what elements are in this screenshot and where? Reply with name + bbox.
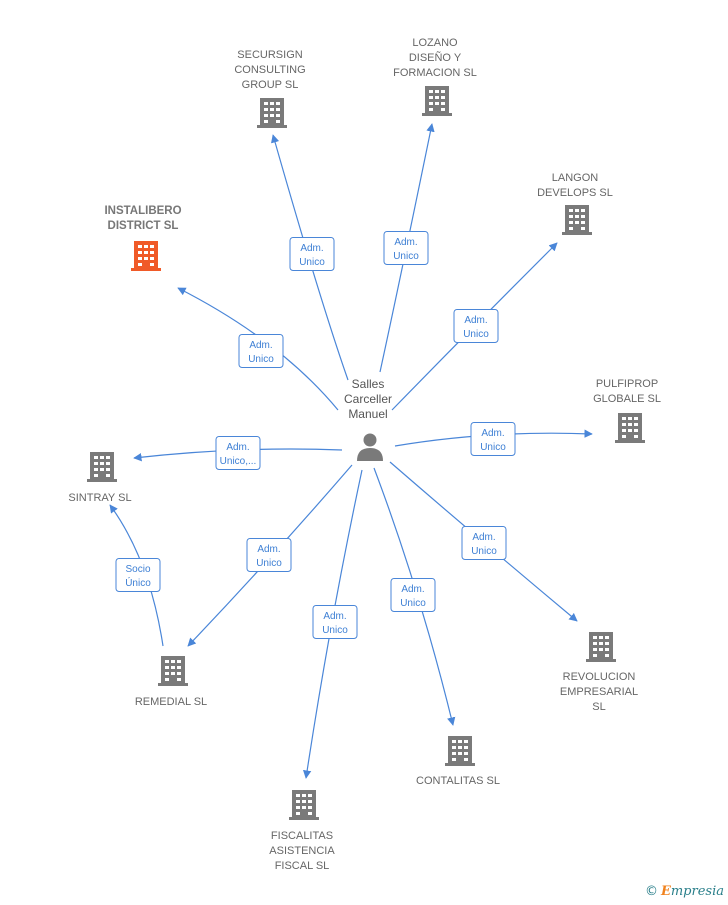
copyright-symbol: © bbox=[644, 884, 658, 899]
company-node-fiscalitas[interactable]: FISCALITAS ASISTENCIA FISCAL SL bbox=[269, 790, 335, 872]
edge-labels-layer: Adm.UnicoAdm.UnicoAdm.UnicoAdm.UnicoAdm.… bbox=[115, 231, 516, 639]
edge-label-line: Unico bbox=[248, 354, 274, 365]
building-icon bbox=[131, 241, 161, 271]
company-node-pulfiprop[interactable]: PULFIPROP GLOBALE SL bbox=[593, 378, 661, 443]
person-name-line: Carceller bbox=[344, 392, 392, 406]
building-icon bbox=[289, 790, 319, 820]
edge-label-line: Unico bbox=[471, 546, 497, 557]
edge-label-line: Adm. bbox=[401, 584, 424, 595]
person-name-line: Salles bbox=[352, 377, 385, 391]
company-name-line: REVOLUCION bbox=[563, 671, 636, 683]
edge-label-contalitas[interactable]: Adm. Unico bbox=[390, 578, 436, 612]
company-node-remedial[interactable]: REMEDIAL SL bbox=[135, 656, 207, 708]
edge-label-pulfiprop[interactable]: Adm. Unico bbox=[470, 422, 516, 456]
company-name-line: SINTRAY SL bbox=[68, 492, 131, 504]
edge-label-line: Adm. bbox=[472, 532, 495, 543]
person-icon bbox=[357, 433, 383, 461]
edge-label-line: Adm. bbox=[257, 544, 280, 555]
company-node-sintray[interactable]: SINTRAY SL bbox=[68, 452, 132, 504]
empresia-logo[interactable]: ©Empresia bbox=[645, 884, 724, 899]
company-name-line: PULFIPROP bbox=[596, 378, 658, 390]
company-name-line: ASISTENCIA bbox=[269, 845, 335, 857]
building-icon bbox=[158, 656, 188, 686]
company-name-line: EMPRESARIAL bbox=[560, 686, 638, 698]
company-name-line: CONSULTING bbox=[234, 64, 305, 76]
company-node-revolucion[interactable]: REVOLUCION EMPRESARIAL SL bbox=[560, 632, 638, 713]
company-name-line: INSTALIBERO bbox=[104, 205, 181, 217]
edge-label-instalibero[interactable]: Adm. Unico bbox=[238, 334, 284, 368]
nodes-layer: SECURSIGN CONSULTING GROUP SL LOZANO DISEÑO … bbox=[68, 37, 661, 872]
company-node-contalitas[interactable]: CONTALITAS SL bbox=[416, 736, 500, 787]
building-icon bbox=[87, 452, 117, 482]
edge-label-sintray[interactable]: Adm. Unico,... bbox=[215, 436, 261, 470]
company-name-line: FORMACION SL bbox=[393, 67, 477, 79]
company-name-line: DEVELOPS SL bbox=[537, 187, 613, 199]
edge-label-line: Adm. bbox=[394, 237, 417, 248]
company-name-line: LANGON bbox=[552, 172, 599, 184]
edge-label-remedial[interactable]: Adm. Unico bbox=[246, 538, 292, 572]
building-icon bbox=[257, 98, 287, 128]
company-name-line: GROUP SL bbox=[242, 79, 299, 91]
edge-label-line: Socio bbox=[125, 564, 150, 575]
edge-label-line: Unico bbox=[400, 598, 426, 609]
building-icon bbox=[445, 736, 475, 766]
edge-label-line: Unico,... bbox=[220, 456, 257, 467]
edge-label-line: Unico bbox=[299, 257, 325, 268]
edge-label-line: Adm. bbox=[300, 243, 323, 254]
edge-label-lozano[interactable]: Adm. Unico bbox=[383, 231, 429, 265]
company-name-line: REMEDIAL SL bbox=[135, 696, 207, 708]
edge-label-line: Adm. bbox=[323, 611, 346, 622]
person-name-line: Manuel bbox=[348, 407, 387, 421]
edge-person-to-secursign bbox=[271, 134, 349, 381]
company-name-line: GLOBALE SL bbox=[593, 393, 661, 405]
company-name-line: SECURSIGN bbox=[237, 49, 302, 61]
edge-label-line: Adm. bbox=[226, 442, 249, 453]
edge-label-line: Unico bbox=[393, 251, 419, 262]
company-name-line: LOZANO bbox=[412, 37, 458, 49]
company-name-line: CONTALITAS SL bbox=[416, 775, 500, 787]
edge-label-line: Adm. bbox=[464, 315, 487, 326]
edge-label-line: Único bbox=[125, 576, 151, 589]
company-node-instalibero[interactable]: INSTALIBERO DISTRICT SL bbox=[104, 205, 182, 271]
edge-label-line: Adm. bbox=[481, 428, 504, 439]
edge-label-line: Unico bbox=[480, 442, 506, 453]
edge-label-line: Unico bbox=[322, 625, 348, 636]
building-icon bbox=[422, 86, 452, 116]
company-name-line: FISCALITAS bbox=[271, 830, 333, 842]
brand-initial: E bbox=[660, 884, 671, 899]
building-icon bbox=[615, 413, 645, 443]
edge-label-line: Unico bbox=[256, 558, 282, 569]
edge-label-revolucion[interactable]: Adm. Unico bbox=[461, 526, 507, 560]
building-icon bbox=[586, 632, 616, 662]
company-name-line: SL bbox=[592, 701, 605, 713]
company-node-lozano[interactable]: LOZANO DISEÑO Y FORMACION SL bbox=[393, 37, 477, 116]
company-node-langon[interactable]: LANGON DEVELOPS SL bbox=[537, 172, 613, 235]
company-name-line: DISEÑO Y bbox=[409, 51, 462, 64]
edge-label-line: Unico bbox=[463, 329, 489, 340]
brand-name: mpresia bbox=[670, 884, 724, 899]
company-name-line: DISTRICT SL bbox=[108, 220, 179, 232]
company-node-secursign[interactable]: SECURSIGN CONSULTING GROUP SL bbox=[234, 49, 306, 128]
edge-label-line: Adm. bbox=[249, 340, 272, 351]
company-name-line: FISCAL SL bbox=[275, 860, 330, 872]
edge-label-fiscalitas[interactable]: Adm. Unico bbox=[312, 605, 358, 639]
building-icon bbox=[562, 205, 592, 235]
edge-label-langon[interactable]: Adm. Unico bbox=[453, 309, 499, 343]
edge-label-secursign[interactable]: Adm. Unico bbox=[289, 237, 335, 271]
